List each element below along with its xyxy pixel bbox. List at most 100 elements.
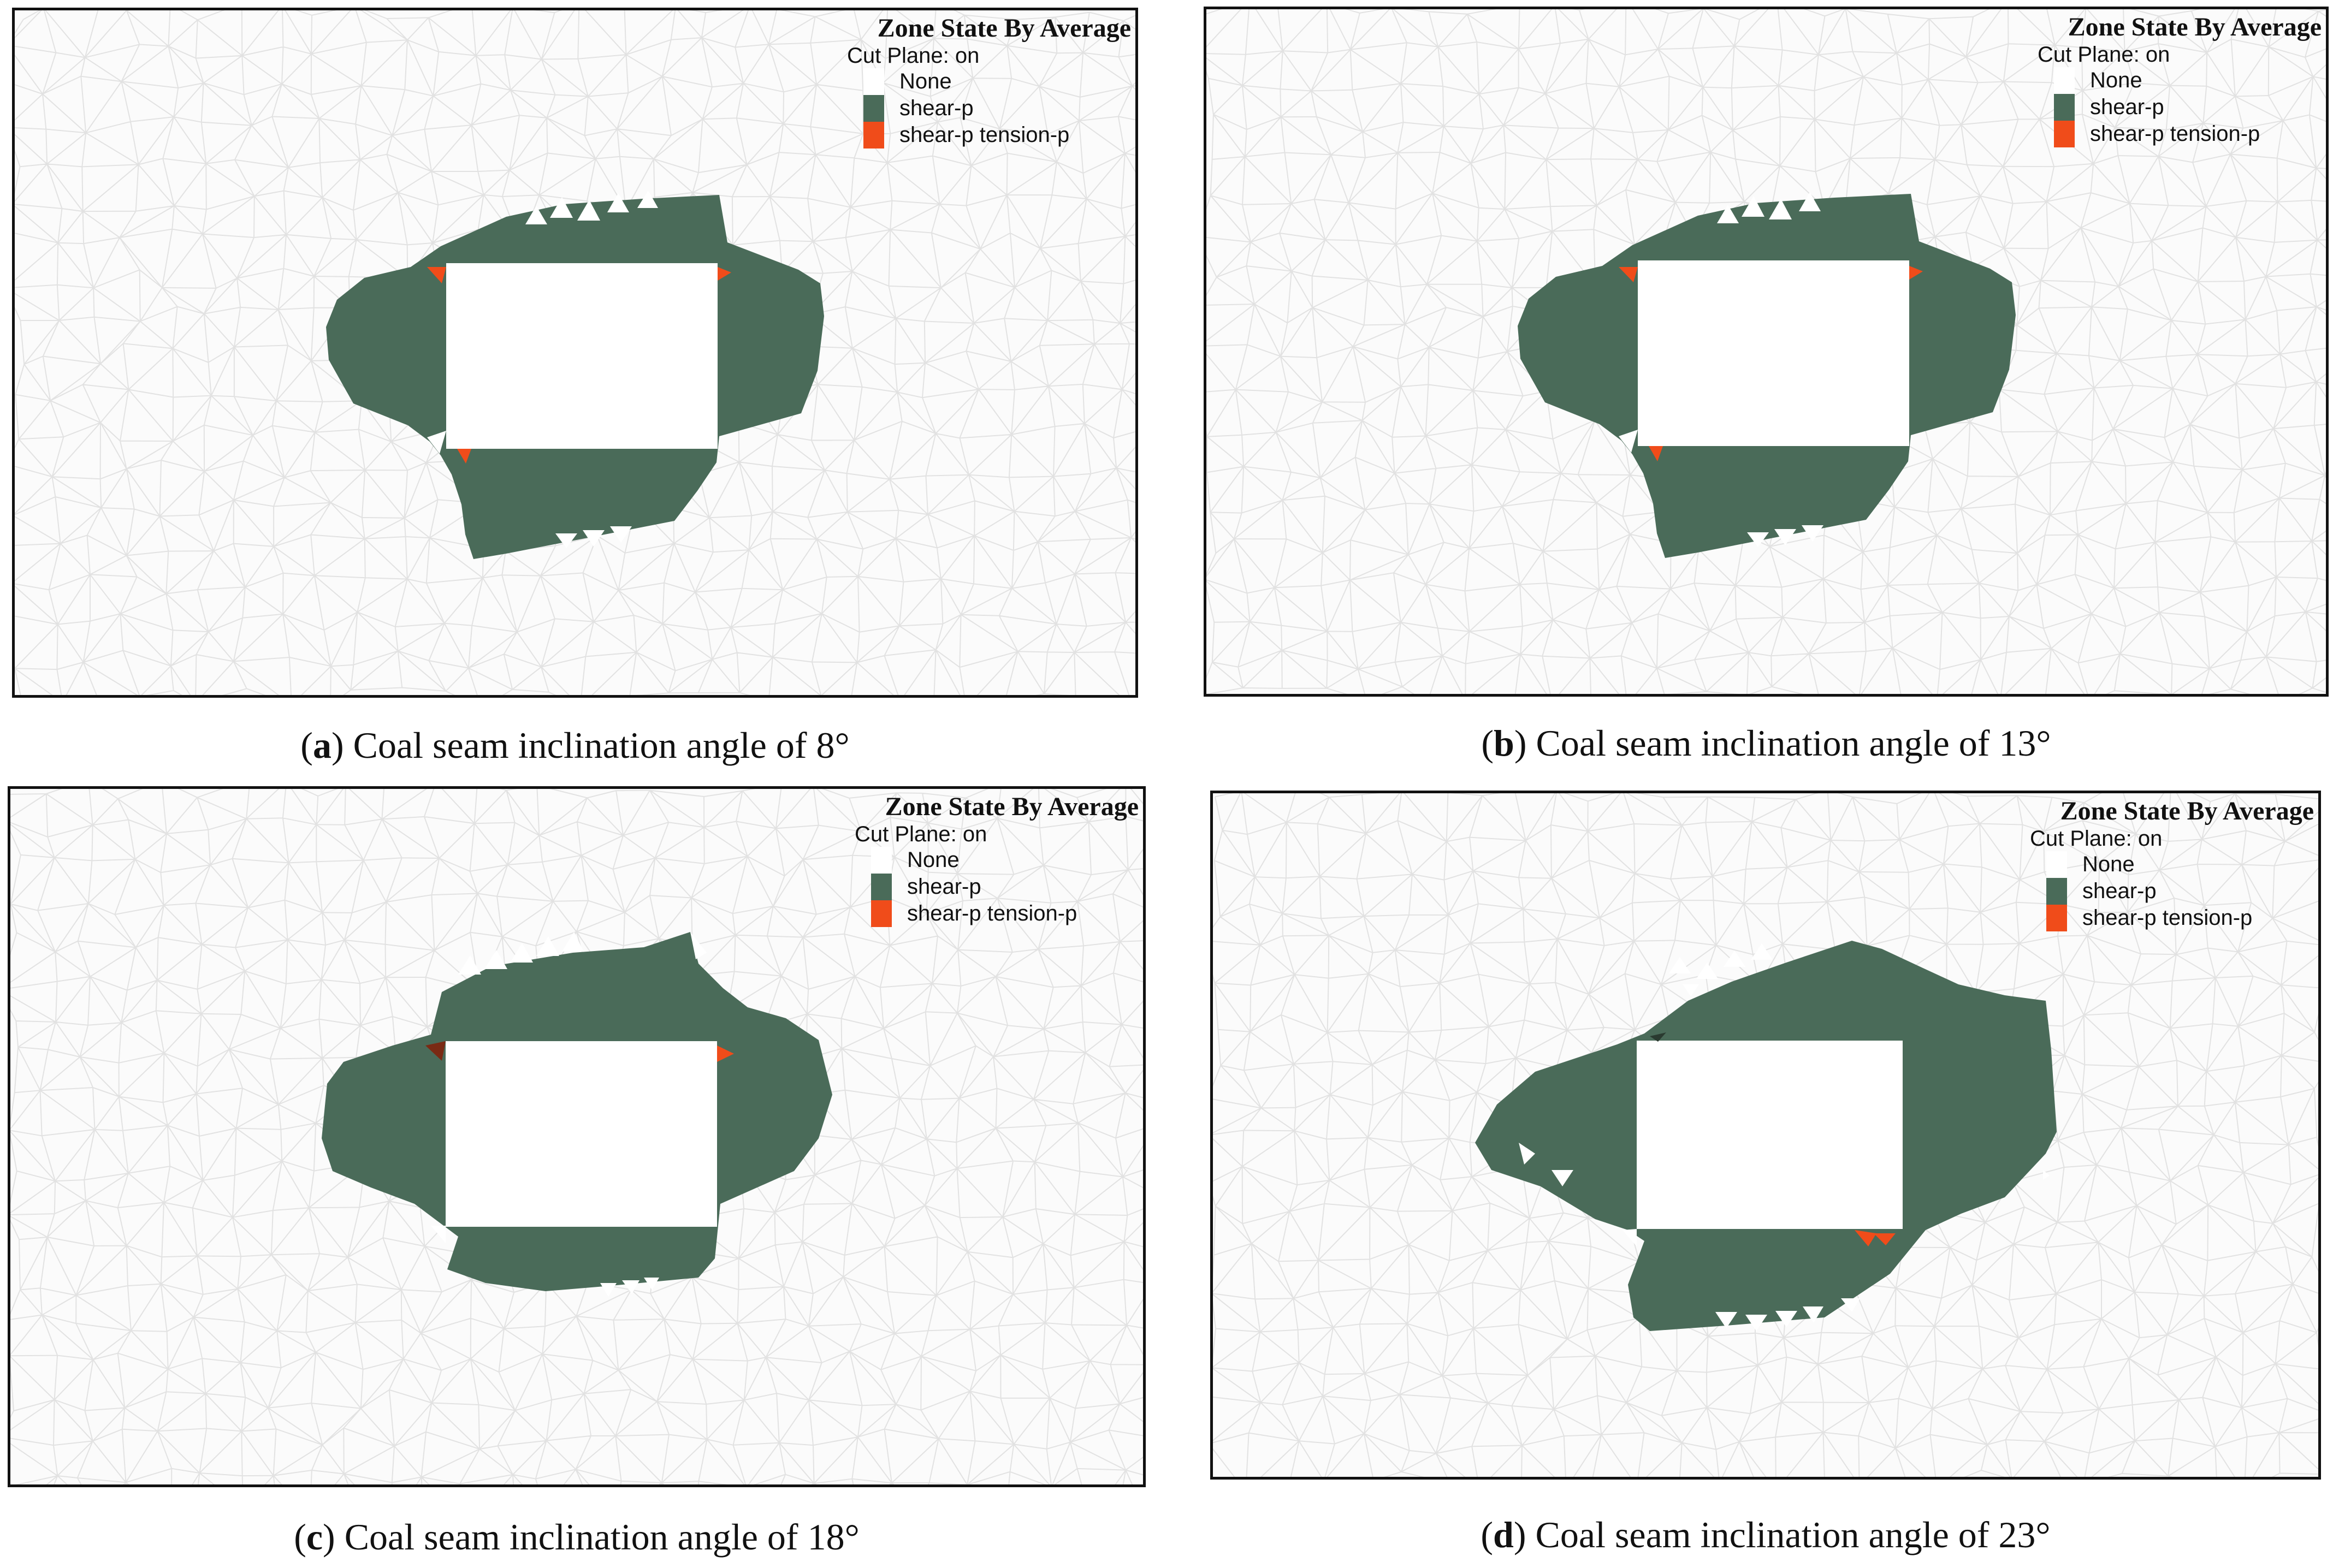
legend-label: shear-p bbox=[899, 96, 974, 120]
panel-c: Zone State By Average Cut Plane: on None… bbox=[8, 786, 1146, 1487]
legend-item-none: None bbox=[871, 847, 1139, 874]
legend-title: Zone State By Average bbox=[885, 792, 1139, 821]
caption-text: Coal seam inclination angle of 18° bbox=[335, 1516, 860, 1558]
legend-swatch bbox=[871, 847, 892, 874]
failure-gap bbox=[427, 431, 446, 454]
failure-gap bbox=[484, 950, 507, 969]
legend-item-shear: shear-p bbox=[2046, 878, 2314, 905]
legend-swatch bbox=[2054, 67, 2075, 94]
roadway-opening bbox=[1637, 1041, 1903, 1229]
plastic-zone-b bbox=[1518, 192, 2016, 558]
caption-text: Coal seam inclination angle of 13° bbox=[1526, 722, 2051, 764]
failure-gap bbox=[525, 206, 547, 224]
failure-gap bbox=[510, 943, 533, 963]
panel-b: Zone State By Average Cut Plane: on None… bbox=[1204, 7, 2329, 697]
legend-swatch bbox=[2046, 905, 2067, 931]
legend: Zone State By Average Cut Plane: on None… bbox=[833, 792, 1139, 927]
tension-zone bbox=[457, 449, 471, 464]
failure-gap bbox=[1747, 532, 1769, 547]
failure-gap bbox=[637, 191, 658, 208]
failure-gap bbox=[1802, 525, 1823, 542]
tension-zone bbox=[718, 267, 731, 281]
failure-gap bbox=[1619, 430, 1638, 453]
plastic-zone-c bbox=[322, 932, 832, 1297]
failure-gap bbox=[690, 932, 707, 959]
caption-text: Coal seam inclination angle of 8° bbox=[344, 724, 850, 766]
failure-gap bbox=[458, 955, 481, 975]
legend-item-shear-tension: shear-p tension-p bbox=[863, 122, 1131, 149]
failure-gap bbox=[622, 1280, 639, 1294]
legend-swatch bbox=[871, 900, 892, 927]
legend-label: None bbox=[899, 69, 952, 93]
mesh-lines bbox=[1213, 793, 2318, 1477]
legend-item-shear-tension: shear-p tension-p bbox=[2046, 905, 2314, 931]
caption-letter: a bbox=[312, 724, 331, 766]
failure-gap bbox=[1775, 1311, 1797, 1327]
mesh-lines bbox=[15, 10, 1135, 695]
legend-title: Zone State By Average bbox=[877, 14, 1131, 43]
failure-gap bbox=[1841, 1298, 1860, 1312]
failure-gap bbox=[555, 533, 577, 548]
failure-gap bbox=[1769, 199, 1792, 219]
tension-zone bbox=[1855, 1230, 1876, 1246]
caption-text: Coal seam inclination angle of 23° bbox=[1526, 1514, 2051, 1555]
caption-letter: c bbox=[306, 1516, 323, 1558]
caption-letter: d bbox=[1493, 1514, 1514, 1555]
failure-gap bbox=[1803, 1306, 1823, 1323]
tension-zone bbox=[1619, 267, 1638, 282]
panel-a: Zone State By Average Cut Plane: on None… bbox=[12, 8, 1138, 698]
legend: Zone State By Average Cut Plane: on None… bbox=[825, 14, 1131, 149]
legend-subtitle: Cut Plane: on bbox=[847, 44, 980, 68]
tension-zone bbox=[1909, 266, 1923, 280]
tension-zone bbox=[427, 267, 446, 283]
failure-gap bbox=[562, 932, 584, 952]
legend-item-none: None bbox=[2054, 67, 2322, 94]
failure-gap bbox=[1519, 1143, 1535, 1165]
legend-item-shear-tension: shear-p tension-p bbox=[871, 900, 1139, 927]
roadway-opening bbox=[446, 263, 718, 449]
legend-swatch bbox=[863, 122, 884, 149]
tension-zone bbox=[425, 1041, 446, 1061]
legend-swatch bbox=[2046, 851, 2067, 878]
legend-label: shear-p tension-p bbox=[2082, 906, 2253, 930]
failure-gap bbox=[1742, 196, 1764, 217]
legend-swatch bbox=[2054, 121, 2075, 147]
legend-subtitle: Cut Plane: on bbox=[2038, 43, 2170, 67]
legend-swatch bbox=[2054, 94, 2075, 121]
failure-gap bbox=[607, 193, 629, 212]
plastic-zone-d bbox=[1475, 941, 2057, 1331]
mesh-background bbox=[15, 10, 1135, 695]
caption-b: (b) Coal seam inclination angle of 13° bbox=[1481, 722, 2051, 764]
legend-label: shear-p tension-p bbox=[907, 901, 1077, 925]
panel-d: Zone State By Average Cut Plane: on None… bbox=[1210, 791, 2321, 1480]
failure-gap bbox=[1669, 957, 1691, 973]
caption-d: (d) Coal seam inclination angle of 23° bbox=[1481, 1514, 2051, 1555]
legend-item-shear: shear-p bbox=[871, 874, 1139, 900]
tension-zone bbox=[1650, 1032, 1666, 1042]
failure-gap bbox=[583, 530, 605, 547]
legend-subtitle: Cut Plane: on bbox=[2030, 827, 2163, 851]
mesh-background bbox=[1213, 793, 2318, 1477]
failure-gap bbox=[1623, 1229, 1637, 1246]
failure-gap bbox=[1683, 984, 1699, 996]
failure-gap bbox=[1552, 1170, 1573, 1186]
caption-letter: b bbox=[1494, 722, 1514, 764]
legend-item-shear-tension: shear-p tension-p bbox=[2054, 121, 2322, 147]
failure-gap bbox=[431, 1226, 446, 1243]
legend-label: shear-p tension-p bbox=[2090, 122, 2260, 146]
failure-gap bbox=[1724, 951, 1745, 967]
failure-gap bbox=[1751, 943, 1773, 960]
legend-swatch bbox=[2046, 878, 2067, 905]
failure-gap bbox=[610, 526, 632, 543]
legend-item-none: None bbox=[2046, 851, 2314, 878]
mesh-lines bbox=[1206, 9, 2326, 694]
legend-label: shear-p bbox=[2082, 879, 2157, 903]
failure-gap bbox=[1799, 192, 1821, 211]
legend-title: Zone State By Average bbox=[2068, 13, 2322, 41]
plastic-zone-a bbox=[326, 191, 824, 559]
legend-swatch bbox=[863, 95, 884, 122]
legend-item-shear: shear-p bbox=[2054, 94, 2322, 121]
legend-label: shear-p bbox=[907, 875, 981, 899]
failure-gap bbox=[2043, 1170, 2050, 1180]
legend-subtitle: Cut Plane: on bbox=[855, 822, 987, 846]
